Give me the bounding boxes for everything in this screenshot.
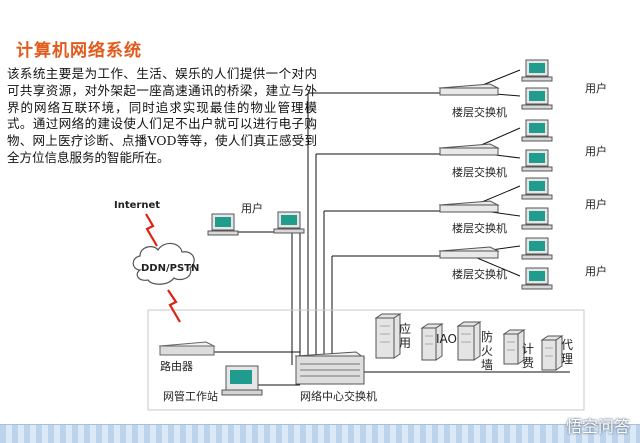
user-pc-icon [521, 149, 553, 172]
user-label: 用户 [585, 145, 607, 158]
user-pc-icon [521, 59, 553, 82]
floor-switch-label: 楼层交换机 [452, 166, 507, 179]
floor-switch-icon [438, 246, 500, 259]
user-pc-icons [207, 59, 553, 290]
user-label: 用户 [241, 202, 263, 215]
nms-label: 网管工作站 [163, 390, 218, 403]
ddn-pstn-label: DDN/PSTN [141, 263, 200, 274]
decorative-border [0, 424, 640, 443]
user-label: 用户 [585, 265, 607, 278]
user-pc-icon [521, 237, 553, 260]
user-label: 用户 [585, 198, 607, 211]
server-iao-label: IAO [436, 332, 457, 346]
user-pc-icon [521, 87, 553, 110]
equipment-room-frame [147, 309, 585, 411]
core-switch-label: 网络中心交换机 [300, 390, 377, 403]
server-firewall-label: 防火墙 [481, 330, 494, 372]
server-proxy-label: 代理 [561, 338, 574, 366]
page-title: 计算机网络系统 [16, 41, 142, 61]
server-billing-icon [502, 329, 526, 365]
floor-switch-icon [438, 143, 500, 156]
floor-switch-label: 楼层交换机 [452, 106, 507, 119]
user-pc-icon [207, 213, 239, 236]
lightning-icon [167, 289, 181, 323]
user-pc-icon [273, 211, 305, 234]
router-label: 路由器 [160, 360, 193, 373]
user-pc-icon [521, 207, 553, 230]
server-firewall-icon [456, 321, 482, 361]
floor-switch-icon [438, 200, 500, 213]
server-billing-label: 计费 [522, 342, 535, 370]
cloud-icon [132, 242, 195, 285]
floor-switch-label: 楼层交换机 [452, 222, 507, 235]
server-app-icon [374, 313, 402, 359]
user-label: 用户 [585, 82, 607, 95]
server-proxy-icon [540, 335, 564, 371]
watermark: 悟空问答 [565, 417, 630, 436]
router-icon [158, 341, 216, 356]
internet-label: Internet [114, 200, 161, 211]
user-pc-icon [521, 177, 553, 200]
core-switch-icon [294, 351, 366, 385]
server-app-label: 应用 [399, 322, 412, 350]
description-text: 该系统主要是为工作、生活、娱乐的人们提供一个对内可共享资源，对外架起一座高速通讯… [7, 66, 317, 165]
user-pc-icon [521, 267, 553, 290]
floor-switch-icon [438, 83, 500, 96]
user-pc-icon [521, 119, 553, 142]
lightning-icon [145, 213, 158, 247]
nms-workstation-icon [221, 365, 263, 396]
floor-switch-label: 楼层交换机 [452, 268, 507, 281]
